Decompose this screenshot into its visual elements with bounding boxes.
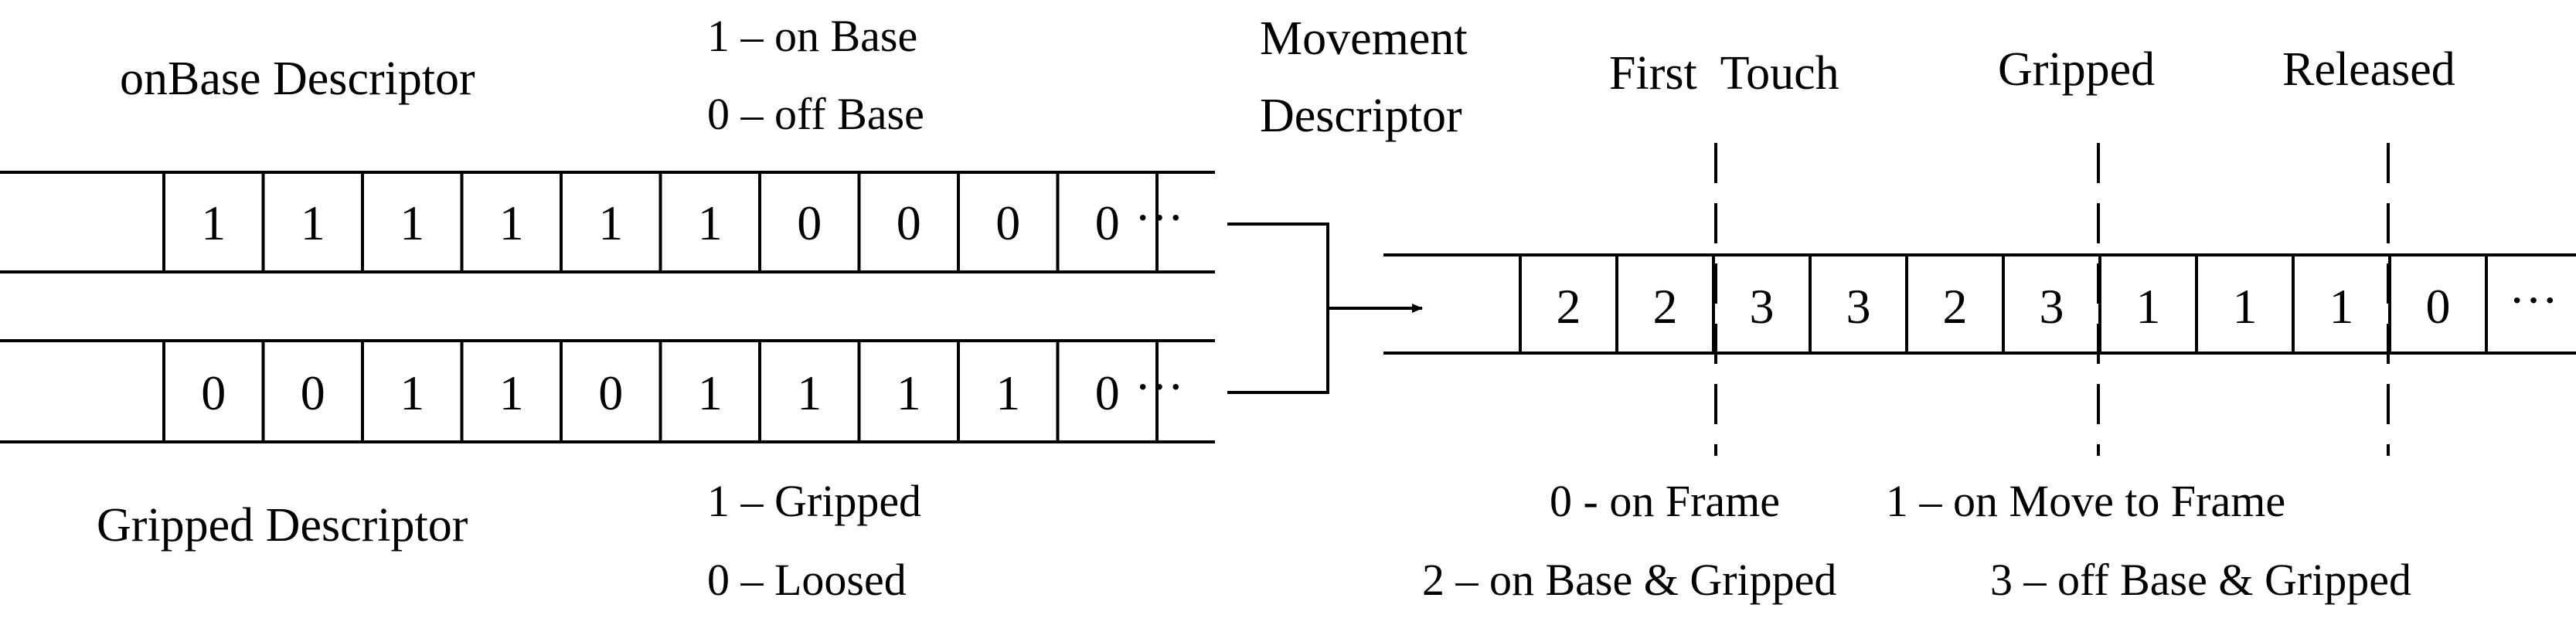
gripped-ellipsis: ··· <box>1135 359 1184 414</box>
movement-cell-value: 3 <box>2040 279 2064 334</box>
movement-cell-value: 1 <box>2329 279 2354 334</box>
onbase-descriptor-title: onBase Descriptor <box>120 53 475 105</box>
onbase-tape: 1 1 1 1 1 1 0 0 0 0 ··· <box>0 171 1215 273</box>
gripped-cell-value: 1 <box>995 365 1020 420</box>
movement-title-line2: Descriptor <box>1260 90 1462 142</box>
gripped-cell-value: 1 <box>499 365 524 420</box>
onbase-legend-1: 1 – on Base <box>707 11 917 61</box>
movement-cell-value: 0 <box>2426 279 2451 334</box>
movement-ellipsis: ··· <box>2509 273 2558 328</box>
onbase-cell-value: 1 <box>400 195 424 250</box>
movement-cell-value: 3 <box>1846 279 1871 334</box>
gripped-cells: 0 0 1 1 0 1 1 1 1 0 <box>162 341 1159 442</box>
movement-legend-2: 2 – on Base & Gripped <box>1422 555 1836 605</box>
onbase-cell-value: 1 <box>499 195 524 250</box>
onbase-cells: 1 1 1 1 1 1 0 0 0 0 <box>162 172 1159 272</box>
onbase-cell-value: 0 <box>797 195 822 250</box>
movement-cell-value: 3 <box>1750 279 1775 334</box>
gripped-legend-1: 1 – Gripped <box>707 476 921 526</box>
movement-cell-value: 1 <box>2136 279 2161 334</box>
onbase-cell-value: 1 <box>301 195 325 250</box>
onbase-cell-value: 1 <box>598 195 623 250</box>
gripped-cell-value: 1 <box>897 365 921 420</box>
onbase-cell-value: 1 <box>698 195 723 250</box>
event-gripped-label: Gripped <box>1998 43 2155 96</box>
movement-cell-value: 2 <box>1943 279 1968 334</box>
gripped-descriptor-title: Gripped Descriptor <box>97 499 468 552</box>
onbase-ellipsis: ··· <box>1135 190 1184 245</box>
gripped-cell-value: 1 <box>400 365 424 420</box>
gripped-cell-value: 0 <box>598 365 623 420</box>
movement-cell-value: 2 <box>1557 279 1581 334</box>
onbase-cell-value: 1 <box>201 195 226 250</box>
onbase-cell-value: 0 <box>1095 195 1120 250</box>
merge-bracket <box>1227 222 1329 394</box>
gripped-cell-value: 0 <box>201 365 226 420</box>
movement-legend-0: 0 - on Frame <box>1550 476 1780 526</box>
movement-title-line1: Movement <box>1260 12 1468 65</box>
event-released-label: Released <box>2282 43 2455 96</box>
event-first-touch-label: First Touch <box>1609 47 1839 100</box>
gripped-tape: 0 0 1 1 0 1 1 1 1 0 ··· <box>0 339 1215 443</box>
movement-cells: 2 2 3 3 2 3 1 1 1 0 <box>1519 255 2488 353</box>
movement-legend-1: 1 – on Move to Frame <box>1886 476 2285 526</box>
onbase-cell-value: 0 <box>995 195 1020 250</box>
gripped-cell-value: 1 <box>698 365 723 420</box>
gripped-cell-value: 0 <box>1095 365 1120 420</box>
gripped-legend-0: 0 – Loosed <box>707 555 907 605</box>
onbase-cell-value: 0 <box>897 195 921 250</box>
gripped-cell-value: 0 <box>301 365 325 420</box>
movement-cell-value: 2 <box>1653 279 1678 334</box>
movement-cell-value: 1 <box>2233 279 2258 334</box>
onbase-legend-0: 0 – off Base <box>707 89 924 139</box>
movement-legend-3: 3 – off Base & Gripped <box>1990 555 2411 605</box>
movement-tape: 2 2 3 3 2 3 1 1 1 0 ··· <box>1383 253 2576 355</box>
merge-connector <box>1227 222 1423 394</box>
gripped-cell-value: 1 <box>797 365 822 420</box>
